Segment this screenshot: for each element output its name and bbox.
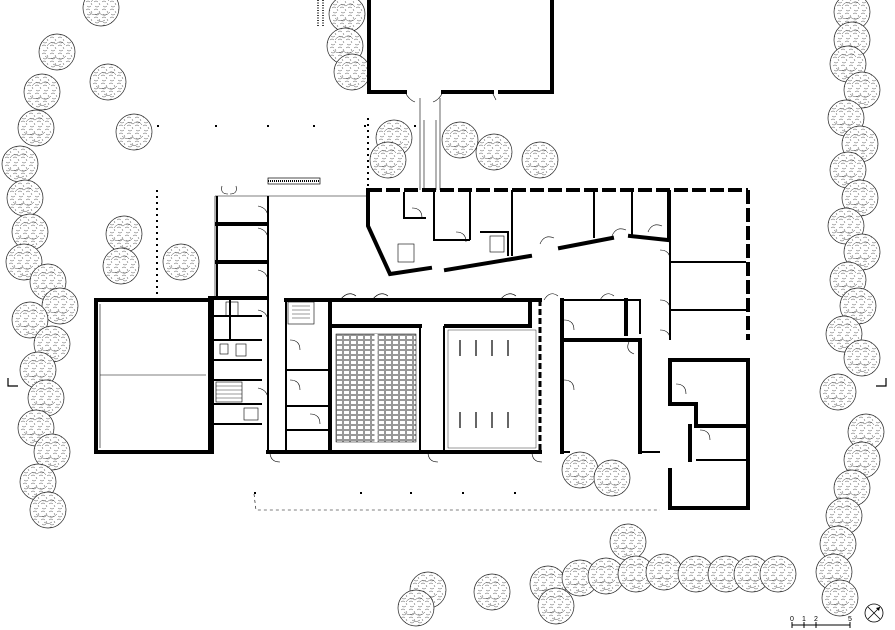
north-arrow-icon bbox=[864, 603, 884, 623]
east-wing bbox=[659, 190, 750, 510]
sports-hall bbox=[94, 298, 212, 454]
scale-label-1: 1 bbox=[802, 616, 806, 623]
service-rooms bbox=[208, 185, 269, 454]
south-east-rooms bbox=[543, 293, 660, 454]
scale-label-2: 2 bbox=[814, 616, 818, 623]
upper-wing bbox=[366, 188, 748, 302]
scale-bar: 0 1 2 5 bbox=[790, 616, 852, 628]
north-building bbox=[367, 0, 554, 103]
scale-label-5: 5 bbox=[848, 616, 852, 623]
scale-label-0: 0 bbox=[790, 616, 794, 623]
section-mark-icon bbox=[7, 378, 18, 387]
main-building-walls bbox=[266, 293, 543, 463]
site-columns bbox=[156, 0, 660, 511]
section-mark-icon bbox=[876, 378, 887, 387]
